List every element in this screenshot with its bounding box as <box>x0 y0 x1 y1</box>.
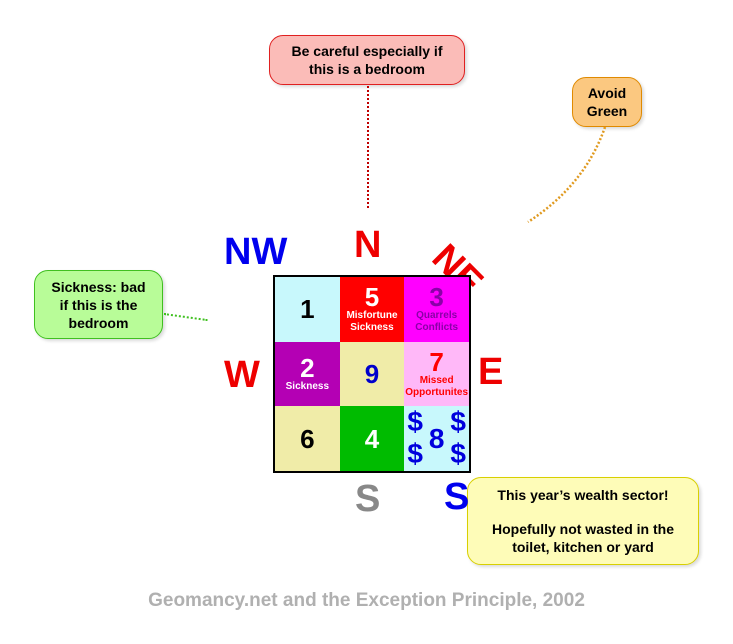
connector-west <box>163 313 208 322</box>
callout-text: Hopefully not wasted in the toilet, kitc… <box>491 521 674 555</box>
callout-text: Sickness: bad if this is the bedroom <box>51 278 146 331</box>
grid-cell: 6 <box>275 406 340 471</box>
grid-cell: 8$$$$ <box>404 406 469 471</box>
cell-number: 9 <box>364 358 380 389</box>
cell-label: Quarrels Conflicts <box>415 310 459 334</box>
cell-number: 5 <box>364 282 380 313</box>
grid-cell: 1 <box>275 277 340 342</box>
callout-west: Sickness: bad if this is the bedroom <box>34 270 163 339</box>
direction-n: N <box>354 224 382 266</box>
callout-text: This year’s wealth sector! <box>497 487 669 503</box>
connector-northeast <box>527 126 607 224</box>
dollar-sign-icon: $ <box>407 438 423 470</box>
dollar-sign-icon: $ <box>450 438 466 470</box>
direction-se: S <box>444 476 470 518</box>
direction-w: W <box>224 354 260 396</box>
callout-southeast: This year’s wealth sector! Hopefully not … <box>467 477 699 565</box>
dollar-sign-icon: $ <box>407 406 423 438</box>
cell-number: 3 <box>429 282 444 313</box>
direction-e: E <box>478 351 504 393</box>
cell-number: 4 <box>364 423 380 454</box>
cell-number: 8 <box>428 422 445 454</box>
cell-label: Misfortune Sickness <box>346 310 398 334</box>
callout-text: Be careful especially if this is a bedro… <box>291 43 443 77</box>
grid-cell: 4 <box>339 406 405 471</box>
grid-cell: 9 <box>339 341 405 407</box>
cell-number: 2 <box>300 352 315 383</box>
direction-s: S <box>355 478 381 520</box>
dollar-sign-icon: $ <box>450 406 466 438</box>
cell-number: 6 <box>300 423 315 454</box>
callout-text: Avoid Green <box>586 85 628 119</box>
direction-nw: NW <box>224 231 288 273</box>
cell-label: Sickness <box>285 380 330 392</box>
callout-north: Be careful especially if this is a bedro… <box>269 35 465 85</box>
callout-northeast: Avoid Green <box>572 77 642 127</box>
connector-north <box>367 86 369 208</box>
cell-number: 1 <box>300 294 315 325</box>
footer-credit: Geomancy.net and the Exception Principle… <box>148 590 585 611</box>
cell-label: Missed Opportunites <box>405 374 469 398</box>
cell-number: 7 <box>429 346 444 377</box>
